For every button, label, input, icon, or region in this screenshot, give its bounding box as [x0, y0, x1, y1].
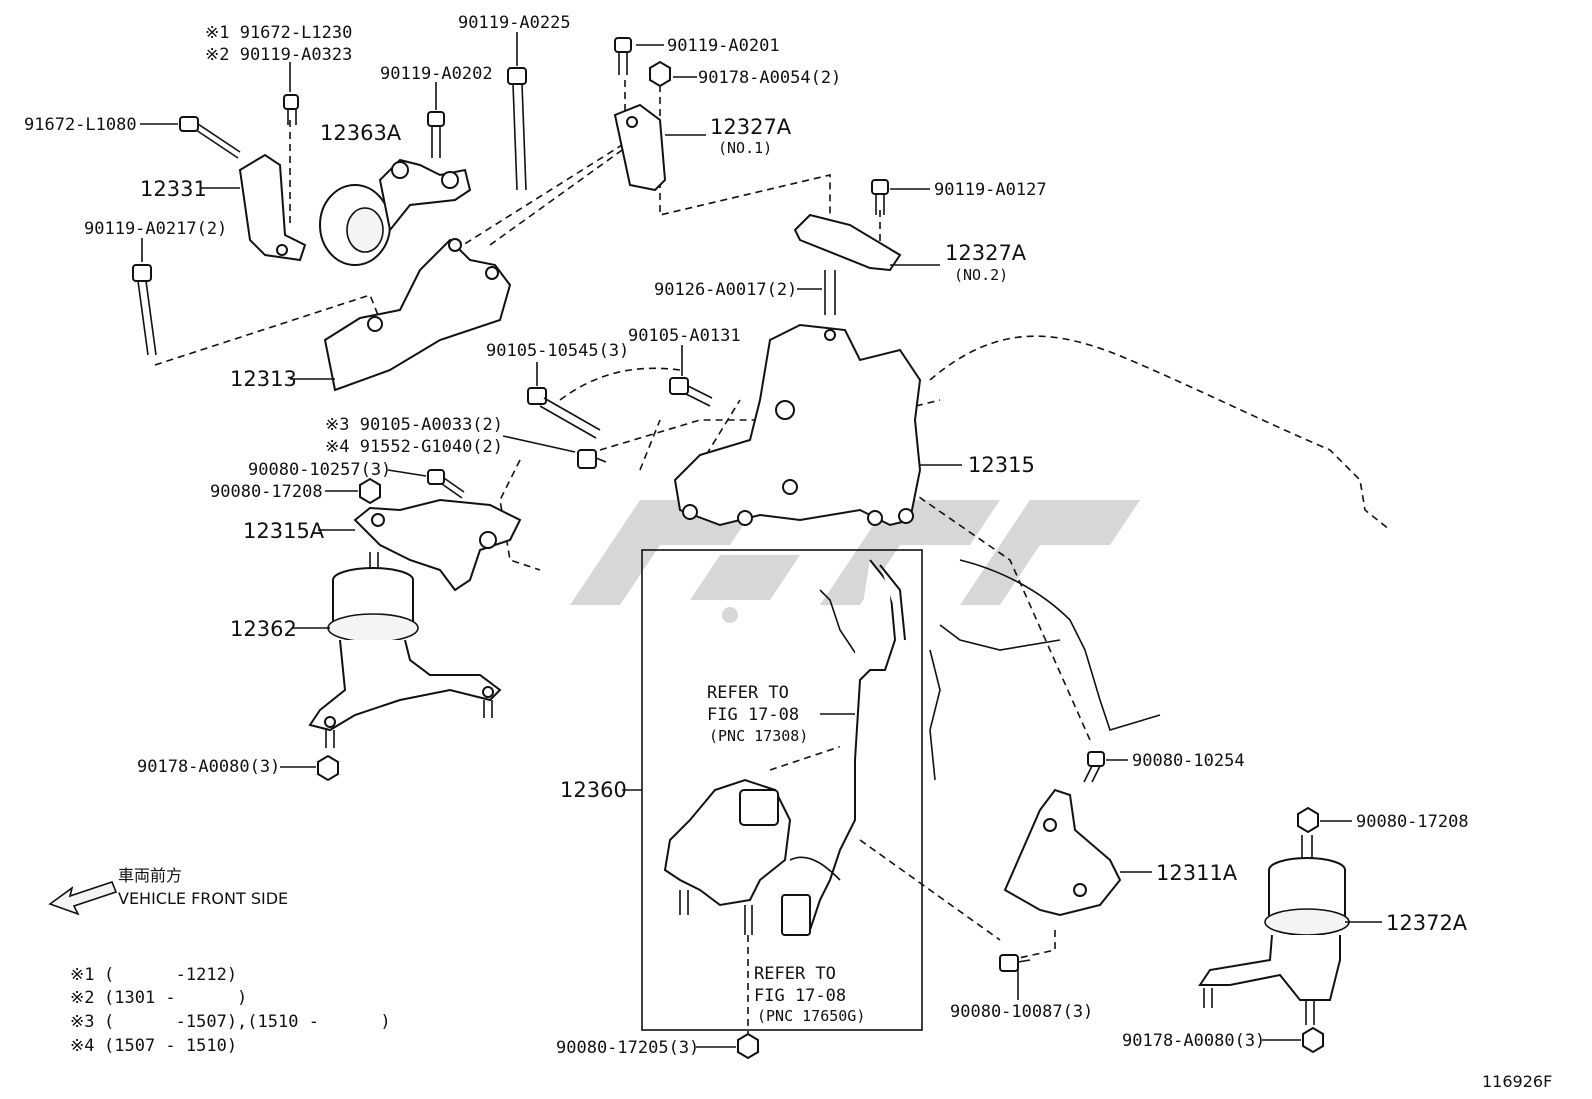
label-90178-A0080-b: 90178-A0080(3) [1122, 1031, 1265, 1051]
bolt-90080-10087 [999, 954, 1031, 972]
bracket-12327A-no2 [793, 213, 902, 272]
bolt-90119-A0127 [871, 179, 889, 215]
bolt-90105-A0131 [669, 377, 713, 407]
bolt-90119-A0225 [507, 67, 527, 191]
label-90080-10087: 90080-10087(3) [950, 1002, 1093, 1022]
bracket-12315 [673, 323, 922, 527]
note-3-range: ( -1507),(1510 - ) [104, 1012, 391, 1032]
bolt-90080-10257 [427, 469, 465, 499]
label-90119-A0201: 90119-A0201 [667, 36, 780, 56]
label-90126-A0017: 90126-A0017(2) [654, 280, 797, 300]
stud-90126-A0017 [824, 270, 836, 315]
label-12327A-no2: 12327A [945, 241, 1027, 265]
note-3-mark: ※3 [70, 1012, 94, 1032]
label-91672-L1080: 91672-L1080 [24, 115, 137, 135]
mount-12362 [308, 552, 502, 748]
nut-90178-A0080-a [317, 754, 339, 782]
label-90080-10254: 90080-10254 [1132, 751, 1245, 771]
direction-jp: 車両前方 [118, 866, 182, 885]
label-90119-A0127: 90119-A0127 [934, 180, 1047, 200]
label-12331: 12331 [140, 177, 207, 201]
bolt-90080-10254 [1083, 751, 1105, 783]
direction-en: VEHICLE FRONT SIDE [118, 889, 288, 908]
note-2-range: (1301 - ) [104, 988, 247, 1008]
label-90080-17205: 90080-17205(3) [556, 1038, 699, 1058]
note-1-range: ( -1212) [104, 965, 237, 985]
label-12313: 12313 [230, 367, 297, 391]
nut-90178-A0080-b [1302, 1026, 1324, 1054]
label-12315: 12315 [968, 453, 1035, 477]
label-12311A: 12311A [1156, 861, 1238, 885]
label-90119-A0202: 90119-A0202 [380, 64, 493, 84]
label-90119-A0323: ※2 90119-A0323 [205, 45, 352, 65]
label-90105-A0131: 90105-A0131 [628, 326, 741, 346]
bolt-90119-A0201 [614, 37, 632, 75]
figure-code: 116926F [1482, 1072, 1552, 1091]
note-1-mark: ※1 [70, 965, 94, 985]
note-4-mark: ※4 [70, 1036, 94, 1056]
refer1-line2: FIG 17-08 [707, 705, 799, 725]
bolt-90105-10545 [527, 387, 601, 439]
engine-outline [499, 335, 1391, 781]
torque-rod-12363A [319, 158, 472, 266]
refer2-line1: REFER TO [754, 964, 836, 984]
vehicle-front-arrow [48, 881, 118, 916]
box-12360 [641, 549, 923, 1031]
label-91552-G1040: ※4 91552-G1040(2) [325, 437, 503, 457]
label-12327A-no1-sub: (NO.1) [718, 139, 772, 157]
label-90105-10545: 90105-10545(3) [486, 341, 629, 361]
label-90105-A0033: ※3 90105-A0033(2) [325, 415, 503, 435]
bolt-90119-A0202 [427, 111, 445, 158]
label-91672-L1230: ※1 91672-L1230 [205, 23, 352, 43]
refer2-line2: FIG 17-08 [754, 986, 846, 1006]
bracket-12313 [323, 238, 512, 392]
label-90178-A0080-a: 90178-A0080(3) [137, 757, 280, 777]
label-12327A-no1: 12327A [710, 115, 792, 139]
bolt-90119-A0323 [283, 94, 299, 125]
label-12327A-no2-sub: (NO.2) [954, 266, 1008, 284]
nut-90178-A0054 [649, 60, 671, 88]
bracket-12327A-no1 [613, 103, 667, 192]
note-2-mark: ※2 [70, 988, 94, 1008]
refer1-line3: (PNC 17308) [709, 727, 808, 745]
refer1-line1: REFER TO [707, 683, 789, 703]
label-12362: 12362 [230, 617, 297, 641]
bolt-90105-A0033 [577, 449, 607, 469]
label-90080-17208-a: 90080-17208 [210, 482, 323, 502]
bolt-90119-A0217 [132, 264, 157, 356]
label-90080-17208-b: 90080-17208 [1356, 812, 1469, 832]
watermark-logo [570, 500, 1140, 623]
refer2-line3: (PNC 17650G) [757, 1007, 865, 1025]
note-4-range: (1507 - 1510) [104, 1036, 237, 1056]
label-90119-A0217: 90119-A0217(2) [84, 219, 227, 239]
label-12372A: 12372A [1386, 911, 1468, 935]
label-12363A: 12363A [320, 121, 402, 145]
bracket-12315A [353, 498, 522, 592]
label-12315A: 12315A [243, 519, 325, 543]
bracket-12311A [1003, 788, 1122, 917]
nut-90080-17208-b [1297, 806, 1319, 834]
label-12360: 12360 [560, 778, 627, 802]
bolt-91672-L1080 [179, 116, 241, 159]
nut-90080-17208-a [359, 477, 381, 505]
label-90178-A0054: 90178-A0054(2) [698, 68, 841, 88]
mount-12372A [1198, 835, 1350, 1025]
nut-90080-17205 [737, 935, 759, 1060]
label-90080-10257: 90080-10257(3) [248, 460, 391, 480]
leader-lines [140, 32, 1382, 1048]
bracket-12331 [238, 153, 307, 262]
label-90119-A0225: 90119-A0225 [458, 13, 571, 33]
